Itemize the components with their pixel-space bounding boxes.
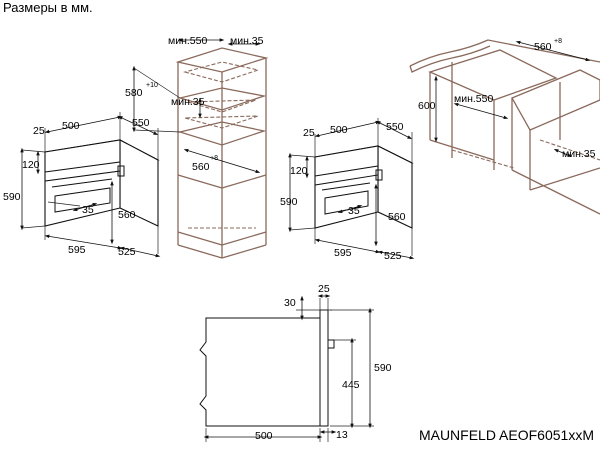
dim-label: 30 <box>284 297 296 309</box>
dim-niche-width <box>515 40 591 62</box>
oven-control-panel <box>44 161 121 182</box>
oven-front-view: 25 500 550 120 590 35 560 595 525 <box>3 112 161 258</box>
dim-niche-depth <box>453 102 509 120</box>
oven-door-window <box>54 187 111 213</box>
dim-label: 500 <box>330 124 348 136</box>
dim-width <box>44 234 123 250</box>
dim-label: 500 <box>255 430 273 442</box>
dim-label: 525 <box>384 250 402 262</box>
dim-label: 25 <box>33 125 45 137</box>
dim-label: +8 <box>210 155 218 162</box>
dim-label: 525 <box>118 246 136 258</box>
dim-label: мин.550 <box>168 35 207 47</box>
dim-label: 445 <box>342 379 360 391</box>
dim-label: 595 <box>68 244 86 256</box>
dim-label: мин.35 <box>562 148 596 160</box>
dim-label: 120 <box>22 159 40 171</box>
dim-label: 580 <box>125 87 143 99</box>
dim-depth-bottom <box>119 246 161 258</box>
dim-label: 550 <box>132 117 150 129</box>
dim-label: 600 <box>418 100 436 112</box>
dim-label: +8 <box>554 38 562 45</box>
oven-body-outline <box>199 317 321 427</box>
dim-label: мин.35 <box>171 96 205 108</box>
dim-depth-front <box>44 115 123 134</box>
oven-handle-profile <box>327 339 335 349</box>
dim-label: 560 <box>192 161 210 173</box>
model-name: MAUNFELD AEOF6051xxM <box>418 427 594 443</box>
oven-door-profile <box>319 309 329 427</box>
dim-label: 35 <box>82 204 94 216</box>
dim-label: 595 <box>334 247 352 259</box>
dim-label: 35 <box>348 205 360 217</box>
dim-label: мин.35 <box>230 35 264 47</box>
units-note: Размеры в мм. <box>3 0 93 15</box>
dim-label: 560 <box>534 41 552 53</box>
dim-depth-side <box>117 115 159 136</box>
column-cabinet: мин.550 мин.35 580 +10 мин.35 560 +8 <box>125 35 269 259</box>
dim-label: 25 <box>303 127 315 139</box>
oven-rear-bracket <box>117 165 125 177</box>
dim-label: 590 <box>374 362 392 374</box>
dim-label: 500 <box>62 120 80 132</box>
dim-handle-depth <box>72 203 98 211</box>
undercounter-cabinet: 560 +8 600 мин.550 мин.35 <box>409 38 600 215</box>
dim-label: 13 <box>336 429 348 441</box>
dim-niche-width <box>183 149 261 173</box>
dim-label: 590 <box>280 196 298 208</box>
dim-label: 560 <box>388 211 406 223</box>
dim-label: 550 <box>386 121 404 133</box>
dim-label: 560 <box>118 209 136 221</box>
oven-handle <box>51 178 113 188</box>
oven-profile-view: 30 25 590 445 500 13 <box>199 283 392 442</box>
dim-rear-gap <box>553 149 573 157</box>
oven-side-view: 25 500 550 120 590 35 560 595 525 <box>280 118 415 262</box>
dim-label: мин.550 <box>454 93 493 105</box>
dim-label: 120 <box>290 165 308 177</box>
dim-label: 25 <box>318 283 330 295</box>
dim-label: 590 <box>3 191 21 203</box>
dim-label: +10 <box>146 82 158 89</box>
